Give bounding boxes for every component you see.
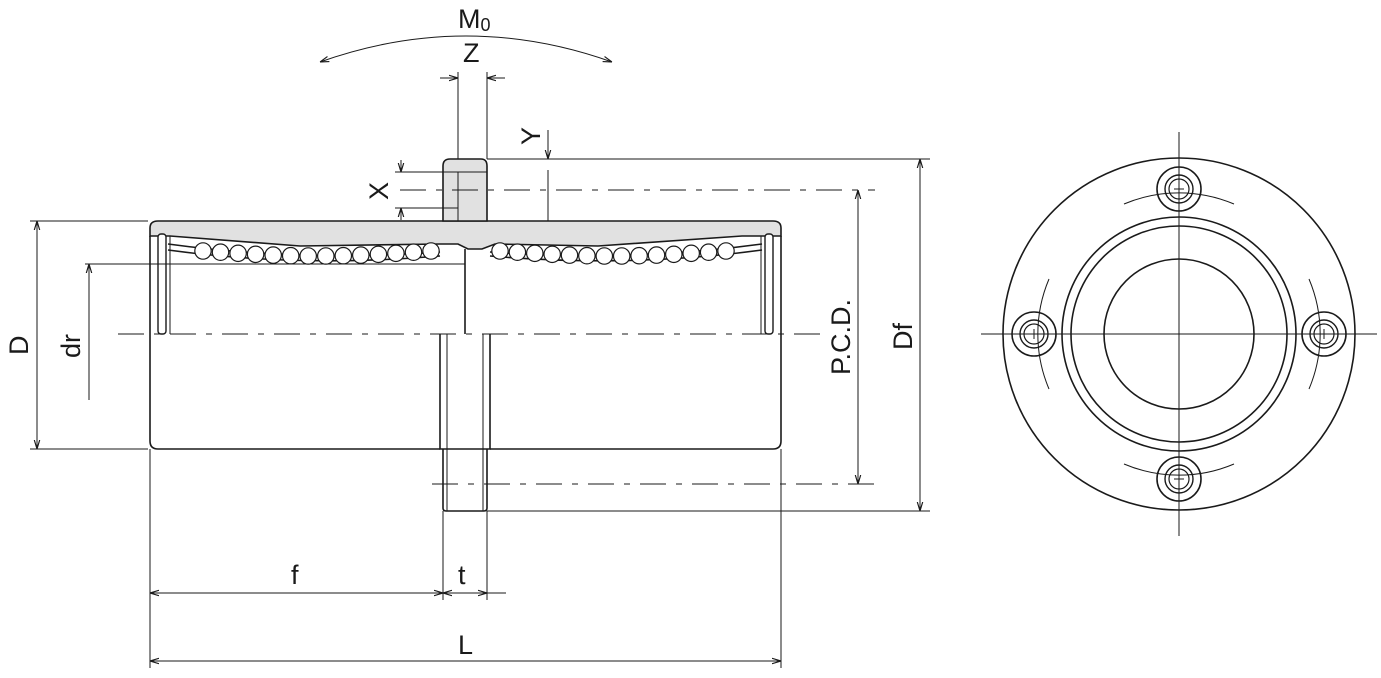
- ball: [630, 246, 648, 265]
- ball: [578, 246, 596, 265]
- bolt-hole-circle: [1023, 323, 1045, 345]
- ball: [664, 245, 683, 264]
- ball: [264, 246, 282, 264]
- ball: [281, 246, 300, 265]
- ball: [422, 242, 440, 260]
- ball: [560, 246, 579, 264]
- bolt-hole-center: [1174, 184, 1184, 194]
- flange-bottom: [442, 449, 488, 512]
- ball: [543, 245, 561, 264]
- z-label: Z: [463, 38, 480, 68]
- body-outline: [149, 236, 782, 450]
- housing-sleeve: [149, 220, 782, 250]
- dimensions: M0 Z Y X D dr P.C.D.: [4, 4, 930, 668]
- left-retainer: [157, 233, 167, 335]
- ball: [508, 243, 527, 261]
- dr-label: dr: [56, 334, 86, 358]
- bolt-hole-circle: [1168, 178, 1190, 200]
- bolt-hole-circle: [1309, 319, 1339, 349]
- ball: [525, 244, 544, 263]
- moment-arrow: [320, 35, 612, 62]
- ball: [351, 246, 370, 264]
- bolt-hole-circle: [1156, 456, 1202, 502]
- ball: [717, 242, 735, 260]
- y-label: Y: [516, 127, 546, 145]
- ball: [316, 247, 335, 265]
- bolt-hole-center: [1174, 474, 1184, 484]
- f-label: f: [291, 560, 299, 590]
- ball: [211, 243, 230, 261]
- ball: [369, 245, 388, 264]
- ball-row-left: [194, 242, 440, 265]
- x-label: X: [364, 182, 394, 200]
- side-view: [118, 158, 875, 512]
- bolt-holes: [1011, 166, 1347, 502]
- bolt-hole-circle: [1164, 464, 1194, 494]
- ball: [404, 243, 423, 261]
- bolt-hole-circle: [1164, 174, 1194, 204]
- df-label: Df: [888, 323, 918, 350]
- moment-label: M0: [458, 4, 491, 35]
- ball: [194, 242, 212, 260]
- ball: [299, 247, 317, 265]
- end-view: [981, 132, 1377, 536]
- ball: [595, 247, 614, 265]
- pcd-label: P.C.D.: [826, 299, 856, 375]
- bolt-hole-circle: [1301, 311, 1347, 357]
- ball: [229, 244, 247, 263]
- bolt-hole-circle: [1156, 166, 1202, 212]
- ball: [387, 244, 405, 263]
- ball-row-right: [491, 242, 735, 265]
- ball: [682, 244, 700, 263]
- ball: [612, 247, 631, 265]
- l-label: L: [458, 630, 473, 660]
- bolt-hole-circle: [1313, 323, 1335, 345]
- ball: [699, 243, 718, 261]
- bolt-hole-circle: [1168, 468, 1190, 490]
- ball: [334, 246, 353, 265]
- right-retainer: [764, 233, 774, 335]
- ball: [491, 242, 509, 260]
- bolt-hole-circle: [1019, 319, 1049, 349]
- d-label: D: [4, 336, 34, 356]
- t-label: t: [458, 560, 466, 590]
- bolt-hole-center: [1029, 329, 1039, 339]
- bolt-hole-circle: [1011, 311, 1057, 357]
- ball: [647, 246, 666, 264]
- ball: [246, 245, 265, 264]
- bolt-hole-center: [1319, 329, 1329, 339]
